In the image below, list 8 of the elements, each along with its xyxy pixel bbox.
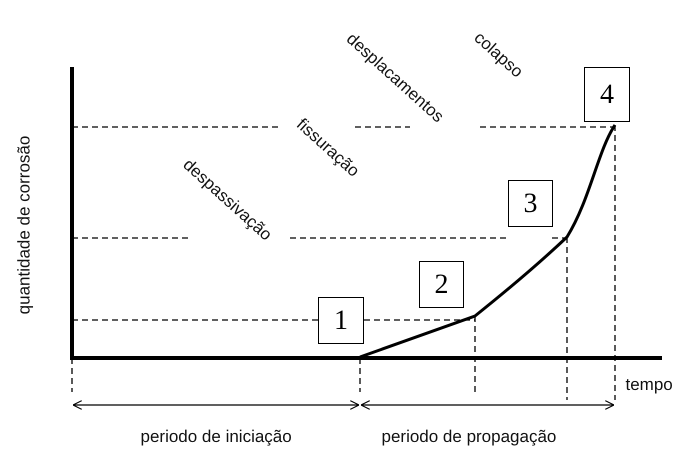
stage-number-box: 3 (508, 180, 553, 227)
stage-number-box: 1 (318, 297, 364, 344)
period-label: periodo de propagação (382, 427, 556, 447)
axis-title: quantidade de corrosão (14, 136, 34, 314)
stage-number-box: 4 (584, 67, 630, 122)
period-label: periodo de iniciação (140, 427, 292, 447)
axis-title: tempo (626, 375, 673, 395)
stage-number-box: 2 (419, 261, 464, 308)
